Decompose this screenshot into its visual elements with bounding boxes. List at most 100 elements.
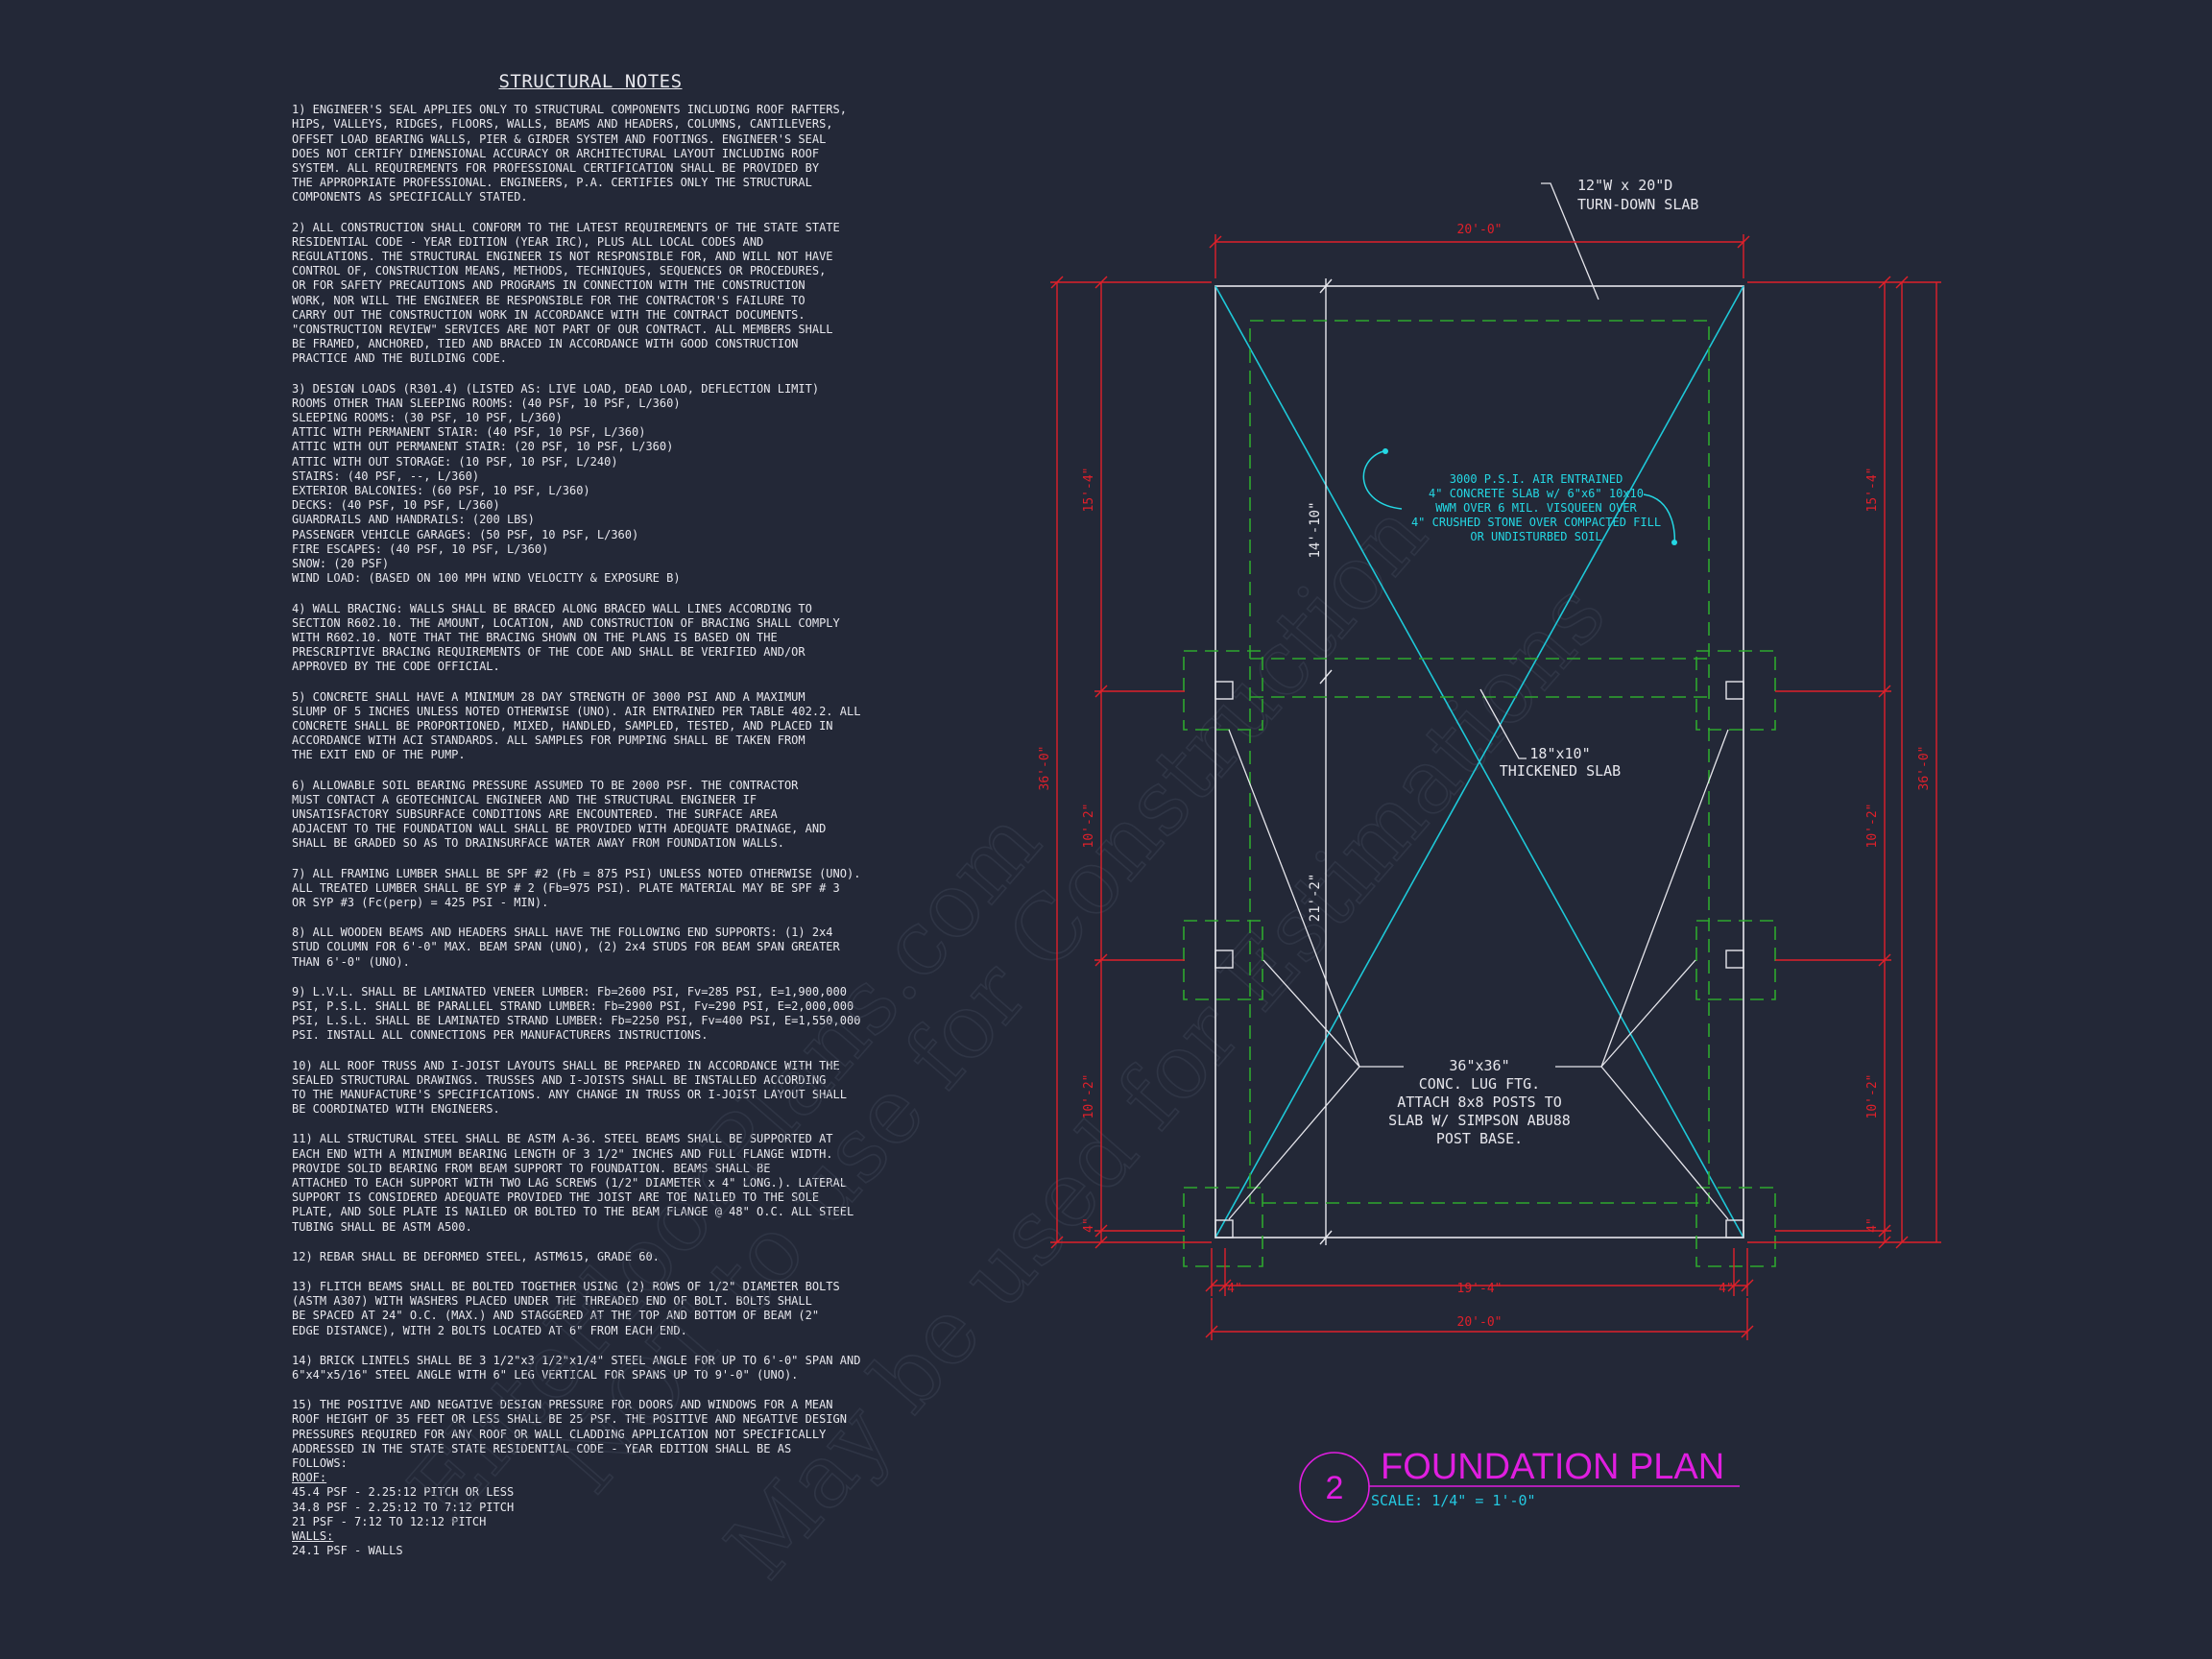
posts — [1214, 681, 1744, 1238]
notes-title: STRUCTURAL NOTES — [498, 71, 683, 92]
note-line: ACCORDANCE WITH ACI STANDARDS. ALL SAMPL… — [292, 733, 805, 748]
note-line: ALL TREATED LUMBER SHALL BE SYP # 2 (Fb=… — [292, 880, 840, 895]
note-line: MUST CONTACT A GEOTECHNICAL ENGINEER AND… — [292, 792, 757, 806]
note-line: PRESSURES REQUIRED FOR ANY ROOF OR WALL … — [292, 1427, 827, 1441]
dim-left-seg1: 15'-4" — [1082, 468, 1096, 513]
note-line: FOLLOWS: — [292, 1456, 348, 1471]
note-subline: 24.1 PSF - WALLS — [292, 1544, 403, 1558]
note-line: EXTERIOR BALCONIES: (60 PSF, 10 PSF, L/3… — [292, 484, 590, 498]
drawing-title: FOUNDATION PLAN — [1381, 1447, 1724, 1487]
notes-list: 1) ENGINEER'S SEAL APPLIES ONLY TO STRUC… — [292, 103, 879, 1558]
note-line: WITH R602.10. NOTE THAT THE BRACING SHOW… — [292, 630, 778, 644]
footing-line-2: CONC. LUG FTG. — [1419, 1075, 1540, 1093]
note-line: 6) ALLOWABLE SOIL BEARING PRESSURE ASSUM… — [292, 778, 799, 792]
note-line: STAIRS: (40 PSF, --, L/360) — [292, 469, 480, 483]
note-line: 1) ENGINEER'S SEAL APPLIES ONLY TO STRUC… — [292, 103, 847, 117]
note-line: PLATE, AND SOLE PLATE IS NAILED OR BOLTE… — [292, 1205, 854, 1219]
note-item: 4) WALL BRACING: WALLS SHALL BE BRACED A… — [292, 602, 879, 675]
dim-left-seg4: 4" — [1082, 1217, 1096, 1233]
note-line: ROOF HEIGHT OF 35 FEET OR LESS SHALL BE … — [292, 1412, 847, 1427]
note-line: UNSATISFACTORY SUBSURFACE CONDITIONS ARE… — [292, 806, 778, 821]
note-line: PSI, L.S.L. SHALL BE LAMINATED STRAND LU… — [292, 1014, 861, 1028]
note-line: BE SPACED AT 24" O.C. (MAX.) AND STAGGER… — [292, 1309, 820, 1323]
slab-spec-line-5: OR UNDISTURBED SOIL — [1470, 530, 1601, 543]
note-line: 6"x4"x5/16" STEEL ANGLE WITH 6" LEG VERT… — [292, 1368, 799, 1382]
slab-spec-line-1: 3000 P.S.I. AIR ENTRAINED — [1450, 472, 1623, 486]
slab-spec-line-4: 4" CRUSHED STONE OVER COMPACTED FILL — [1411, 516, 1661, 529]
footing-line-1: 36"x36" — [1449, 1057, 1509, 1074]
note-line: "CONSTRUCTION REVIEW" SERVICES ARE NOT P… — [292, 323, 833, 337]
turn-down-line-2: TURN-DOWN SLAB — [1577, 196, 1698, 213]
note-line: STUD COLUMN FOR 6'-0" MAX. BEAM SPAN (UN… — [292, 940, 840, 954]
note-item: 6) ALLOWABLE SOIL BEARING PRESSURE ASSUM… — [292, 779, 879, 852]
note-line: 10) ALL ROOF TRUSS AND I-JOIST LAYOUTS S… — [292, 1058, 840, 1072]
note-line: ATTACHED TO EACH SUPPORT WITH TWO LAG SC… — [292, 1176, 847, 1190]
note-line: GUARDRAILS AND HANDRAILS: (200 LBS) — [292, 513, 535, 527]
note-line: CONTROL OF, CONSTRUCTION MEANS, METHODS,… — [292, 264, 827, 278]
slab-spec-callout: 3000 P.S.I. AIR ENTRAINED 4" CONCRETE SL… — [1411, 472, 1661, 543]
slab-outline — [1214, 285, 1744, 1238]
dim-top-width: 20'-0" — [1457, 223, 1503, 237]
dim-bottom-overall: 20'-0" — [1457, 1315, 1503, 1330]
turn-down-line-1: 12"W x 20"D — [1577, 177, 1672, 194]
note-line: SYSTEM. ALL REQUIREMENTS FOR PROFESSIONA… — [292, 161, 820, 176]
note-line: BE FRAMED, ANCHORED, TIED AND BRACED IN … — [292, 337, 799, 351]
note-subline: 21 PSF - 7:12 TO 12:12 PITCH — [292, 1514, 487, 1528]
leader-lines — [1228, 182, 1729, 1220]
note-line: WIND LOAD: (BASED ON 100 MPH WIND VELOCI… — [292, 571, 681, 586]
note-line: THE APPROPRIATE PROFESSIONAL. ENGINEERS,… — [292, 176, 812, 190]
dim-inner-upper: 14'-10" — [1308, 501, 1323, 558]
note-line: EDGE DISTANCE), WITH 2 BOLTS LOCATED AT … — [292, 1323, 687, 1337]
note-line: (ASTM A307) WITH WASHERS PLACED UNDER TH… — [292, 1294, 812, 1309]
note-item: 13) FLITCH BEAMS SHALL BE BOLTED TOGETHE… — [292, 1280, 879, 1338]
dim-right-seg3: 10'-2" — [1865, 1074, 1880, 1119]
drawing-number-circle — [1299, 1452, 1370, 1523]
dim-left-seg3: 10'-2" — [1082, 1074, 1096, 1119]
note-line: 2) ALL CONSTRUCTION SHALL CONFORM TO THE… — [292, 220, 840, 234]
dimension-labels: 20'-0" 19'-4" 4" 4" 20'-0" 36'-0" 15'-4"… — [1038, 223, 1932, 1330]
dim-left-seg2: 10'-2" — [1082, 804, 1096, 849]
note-line: ADJACENT TO THE FOUNDATION WALL SHALL BE… — [292, 822, 827, 836]
footing-line-5: POST BASE. — [1436, 1130, 1523, 1147]
note-line: CARRY OUT THE CONSTRUCTION WORK IN ACCOR… — [292, 307, 805, 322]
note-line: PROVIDE SOLID BEARING FROM BEAM SUPPORT … — [292, 1161, 771, 1175]
note-line: 7) ALL FRAMING LUMBER SHALL BE SPF #2 (F… — [292, 866, 861, 880]
slab-note-arrowheads — [1382, 448, 1677, 545]
structural-notes: STRUCTURAL NOTES 1) ENGINEER'S SEAL APPL… — [292, 71, 879, 1574]
note-line: PRESCRIPTIVE BRACING REQUIREMENTS OF THE… — [292, 645, 805, 660]
note-item: 7) ALL FRAMING LUMBER SHALL BE SPF #2 (F… — [292, 867, 879, 911]
note-line: 13) FLITCH BEAMS SHALL BE BOLTED TOGETHE… — [292, 1280, 840, 1294]
note-line: RESIDENTIAL CODE - YEAR EDITION (YEAR IR… — [292, 234, 764, 249]
note-item: 15) THE POSITIVE AND NEGATIVE DESIGN PRE… — [292, 1398, 879, 1558]
dim-right-overall: 36'-0" — [1917, 746, 1932, 791]
note-line: PSI. INSTALL ALL CONNECTIONS PER MANUFAC… — [292, 1028, 709, 1043]
note-line: 11) ALL STRUCTURAL STEEL SHALL BE ASTM A… — [292, 1132, 833, 1146]
note-subline: 34.8 PSF - 2.25:12 TO 7:12 PITCH — [292, 1500, 515, 1514]
dim-inner-lower: 21'-2" — [1308, 874, 1323, 923]
drawing-scale: SCALE: 1/4" = 1'-0" — [1371, 1492, 1536, 1509]
dim-bottom-mid: 19'-4" — [1457, 1282, 1503, 1296]
note-line: PSI, P.S.L. SHALL BE PARALLEL STRAND LUM… — [292, 998, 854, 1013]
note-item: 2) ALL CONSTRUCTION SHALL CONFORM TO THE… — [292, 221, 879, 367]
footing-dashed-lines — [1183, 320, 1776, 1267]
note-item: 9) L.V.L. SHALL BE LAMINATED VENEER LUMB… — [292, 985, 879, 1044]
dim-bottom-left-edge: 4" — [1227, 1282, 1242, 1296]
note-item: 10) ALL ROOF TRUSS AND I-JOIST LAYOUTS S… — [292, 1059, 879, 1118]
note-line: 14) BRICK LINTELS SHALL BE 3 1/2"x3 1/2"… — [292, 1353, 861, 1367]
note-item: 14) BRICK LINTELS SHALL BE 3 1/2"x3 1/2"… — [292, 1354, 879, 1382]
svg-text:EliteFloorPlans.com: EliteFloorPlans.com — [390, 791, 1060, 1541]
note-line: THE EXIT END OF THE PUMP. — [292, 748, 466, 762]
note-line: FIRE ESCAPES: (40 PSF, 10 PSF, L/360) — [292, 541, 549, 556]
note-line: HIPS, VALLEYS, RIDGES, FLOORS, WALLS, BE… — [292, 117, 833, 132]
note-line: SLUMP OF 5 INCHES UNLESS NOTED OTHERWISE… — [292, 704, 861, 718]
note-line: OR FOR SAFETY PRECAUTIONS AND PROGRAMS I… — [292, 278, 805, 293]
note-line: DECKS: (40 PSF, 10 PSF, L/360) — [292, 498, 500, 513]
note-item: 12) REBAR SHALL BE DEFORMED STEEL, ASTM6… — [292, 1250, 879, 1264]
note-item: 8) ALL WOODEN BEAMS AND HEADERS SHALL HA… — [292, 926, 879, 970]
note-line: SECTION R602.10. THE AMOUNT, LOCATION, A… — [292, 615, 840, 630]
note-line: PRACTICE AND THE BUILDING CODE. — [292, 351, 507, 366]
note-line: REGULATIONS. THE STRUCTURAL ENGINEER IS … — [292, 250, 833, 264]
slab-diagonals — [1214, 285, 1744, 1238]
note-line: TO THE MANUFACTURE'S SPECIFICATIONS. ANY… — [292, 1087, 847, 1101]
